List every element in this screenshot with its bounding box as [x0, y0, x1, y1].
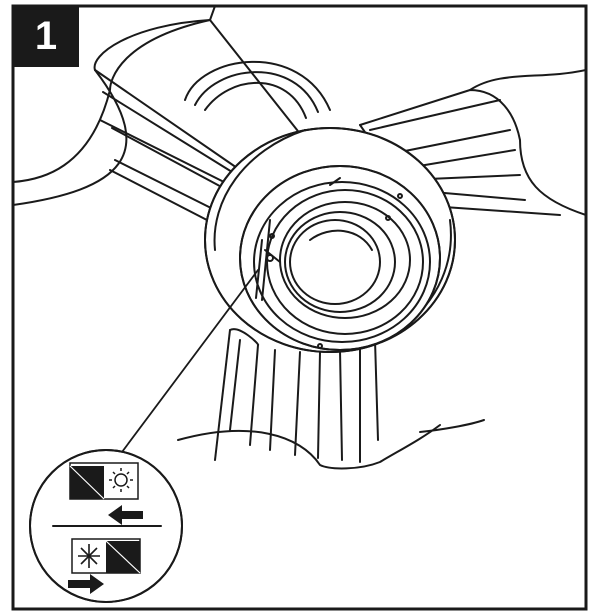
winter-snowflake-icon — [72, 539, 140, 573]
step-number-badge: 1 — [13, 6, 79, 67]
summer-sun-icon — [70, 463, 138, 499]
hub-housing — [205, 128, 455, 352]
